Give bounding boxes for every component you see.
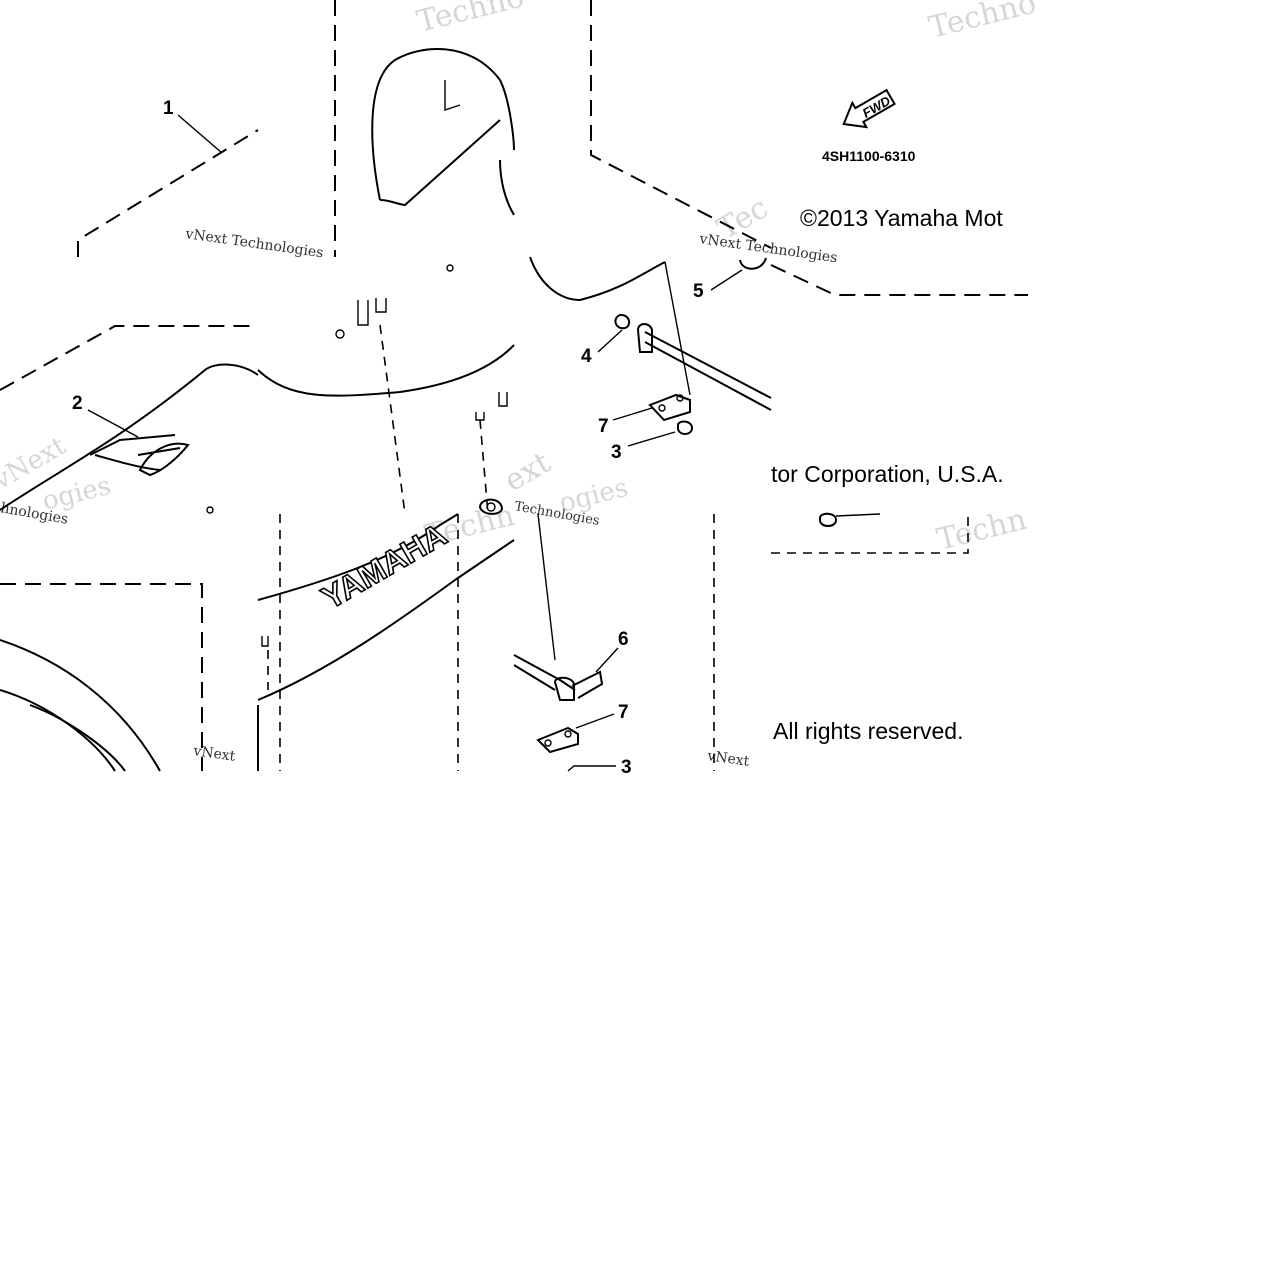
callout-label: 7 <box>598 416 609 437</box>
callout-label: 3 <box>611 442 622 463</box>
watermark-text: Techn <box>933 502 1030 558</box>
tile-bottom-left <box>0 583 203 772</box>
watermark-text: Techno <box>925 0 1039 46</box>
watermark-text: vNext <box>705 748 750 770</box>
copyright-line: All rights reserved. <box>773 718 963 744</box>
tile-middle-left: 2 <box>0 325 259 514</box>
tile-middle-right-a: 4 7 3 <box>478 256 772 515</box>
fwd-arrow: FWD <box>842 88 896 129</box>
callout-label: 6 <box>618 629 629 650</box>
watermark-text: vNext Technologies <box>183 226 324 261</box>
tile-top-right-a <box>590 0 772 249</box>
tile-middle <box>257 264 515 515</box>
watermark-text: vNext <box>191 743 236 765</box>
callout-label: 2 <box>72 393 83 414</box>
copyright-line: ©2013 Yamaha Mot <box>800 205 1003 231</box>
watermark-text: Techno <box>413 0 527 40</box>
tile-bottom-right-b: All rights reserved. <box>771 512 969 744</box>
callout-label: 4 <box>581 346 592 367</box>
tile-middle-right-b: 5 tor Corporation, U.S.A. <box>693 257 1028 487</box>
watermark-layer: Techno Techno Techn Techn Tec ext ogies … <box>0 0 1040 770</box>
part-number: 4SH1100-6310 <box>822 148 916 164</box>
callout-label: 3 <box>621 757 632 778</box>
yamaha-logo: YAMAHA <box>315 515 454 617</box>
callout-label: 1 <box>163 98 174 119</box>
callout-label: 5 <box>693 281 704 302</box>
tile-bottom-right-a: 6 7 3 <box>513 513 715 778</box>
callout-label: 7 <box>618 702 629 723</box>
tile-top-middle <box>334 0 515 257</box>
tile-bottom-middle: YAMAHA <box>257 513 515 771</box>
yamaha-logo-text: YAMAHA <box>316 516 453 616</box>
tile-top-right-b: FWD 4SH1100-6310 ©2013 Yamaha Mot <box>800 88 1003 231</box>
watermark-text: vNext Technologies <box>697 231 838 266</box>
tile-top-left: 1 <box>77 98 259 257</box>
copyright-line: tor Corporation, U.S.A. <box>771 461 1004 487</box>
watermark-text: ext <box>499 445 557 499</box>
